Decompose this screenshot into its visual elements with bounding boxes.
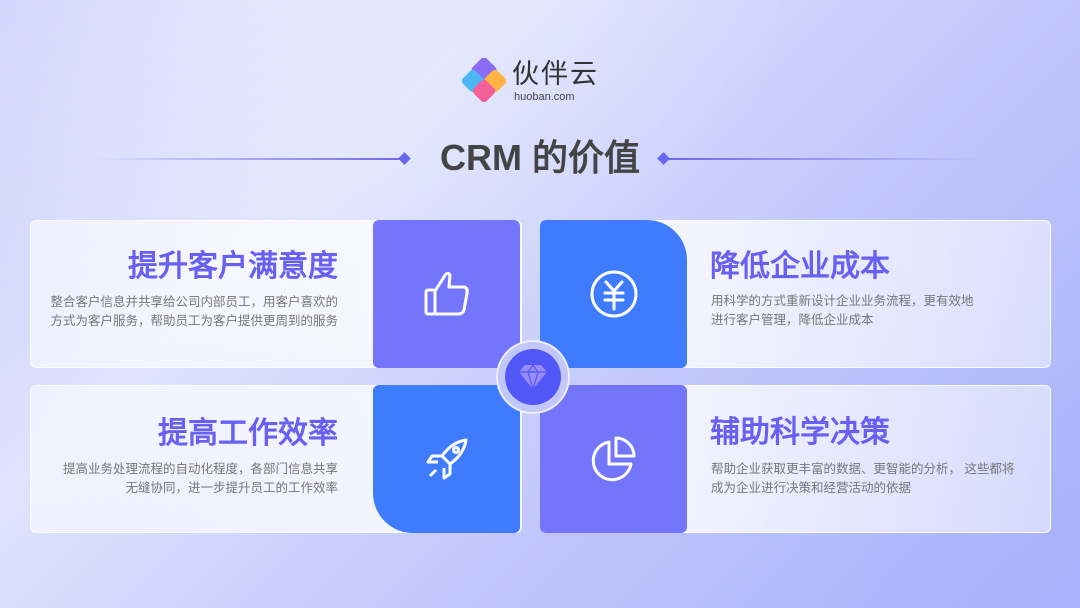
brand-domain: huoban.com [514, 91, 575, 103]
card-heading: 降低企业成本 [710, 250, 890, 283]
desc-line: 无缝协同，进一步提升员工的工作效率 [125, 481, 338, 495]
icon-tile [373, 385, 520, 533]
diamond-marker [398, 152, 411, 165]
yen-coin-icon [590, 270, 637, 318]
icon-tile [540, 220, 687, 368]
brand-name: 伙伴云 [512, 59, 599, 89]
pie-chart-icon [591, 436, 635, 482]
desc-line: 进行客户管理，降低企业成本 [711, 313, 874, 327]
card-description: 整合客户信息并共享给公司内部员工，用客户喜欢的 方式为客户服务，帮助员工为客户提… [50, 293, 338, 331]
card-heading: 辅助科学决策 [710, 416, 890, 449]
card-heading: 提升客户满意度 [128, 250, 338, 283]
desc-line: 整合客户信息并共享给公司内部员工，用客户喜欢的 [50, 295, 338, 309]
desc-line: 帮助企业获取更丰富的数据、更智能的分析， 这些都将 [711, 462, 1015, 476]
title-line-right [664, 158, 984, 160]
desc-line: 成为企业进行决策和经营活动的依据 [711, 481, 912, 495]
icon-tile [373, 220, 520, 368]
card-description: 用科学的方式重新设计企业业务流程，更有效地 进行客户管理，降低企业成本 [711, 292, 974, 330]
rocket-icon [426, 438, 467, 480]
card-description: 提高业务处理流程的自动化程度，各部门信息共享 无缝协同，进一步提升员工的工作效率 [63, 460, 338, 498]
center-badge [505, 349, 561, 405]
title-line-left [95, 158, 405, 160]
diamond-icon [519, 364, 547, 390]
huoban-logo [462, 58, 506, 102]
page-title: CRM 的价值 [440, 137, 640, 178]
desc-line: 提高业务处理流程的自动化程度，各部门信息共享 [62, 462, 338, 476]
card-description: 帮助企业获取更丰富的数据、更智能的分析， 这些都将 成为企业进行决策和经营活动的… [711, 460, 1014, 498]
icon-tile [540, 385, 687, 533]
desc-line: 用科学的方式重新设计企业业务流程，更有效地 [711, 294, 974, 308]
card-heading: 提高工作效率 [158, 417, 338, 450]
thumbs-up-icon [424, 271, 469, 316]
desc-line: 方式为客户服务，帮助员工为客户提供更周到的服务 [50, 314, 338, 328]
